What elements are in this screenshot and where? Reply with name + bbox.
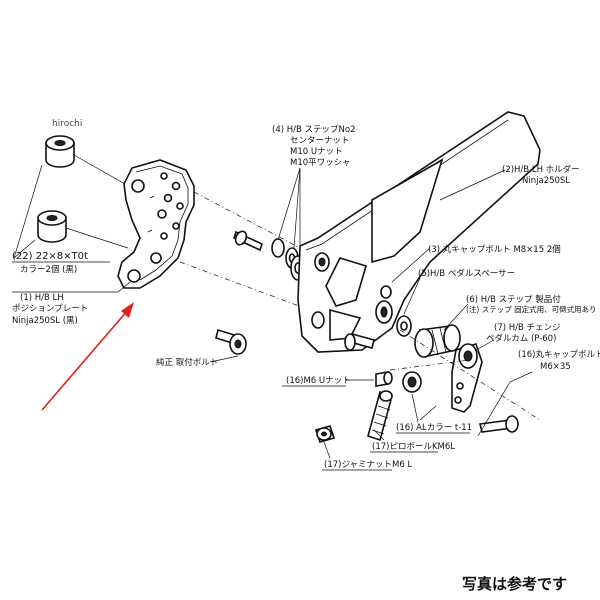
svg-text:ペダルカム (P-60): ペダルカム (P-60) [486,333,556,344]
svg-text:Ninja250SL (黒): Ninja250SL (黒) [12,316,78,326]
svg-text:センターナット: センターナット [290,136,350,146]
svg-text:M10 Uナット: M10 Uナット [290,147,343,157]
label-pedal-spacer: (5)H/B ペダルスペーサー [418,268,515,279]
upper-bolt [233,230,263,252]
label-holder: (2)H/B LH ホルダー Ninja250SL [502,164,580,186]
svg-text:カラー2個 (黒): カラー2個 (黒) [20,264,77,275]
jam-nut [314,425,336,443]
genuine-mount-bolt [215,328,247,355]
collar-top [45,135,75,168]
label-cap-bolt-m6: (16)丸キャップボルト M6×35 [518,349,600,372]
svg-text:(6) H/B ステップ 製品付: (6) H/B ステップ 製品付 [466,294,561,305]
label-position-plate: (1) H/B LH ポジションプレート Ninja250SL (黒) [12,293,88,326]
svg-text:M10平ワッシャ: M10平ワッシャ [290,158,351,168]
label-al-collar: (16) ALカラー t-11 [396,423,472,433]
svg-text:(注) ステップ 固定式用、可倒式用あり: (注) ステップ 固定式用、可倒式用あり [466,304,597,314]
label-cap-bolt-m8: (3) 丸キャップボルト M8×15 2個 [428,244,561,255]
svg-text:ポジションプレート: ポジションプレート [12,304,88,314]
footer-note: 写真は参考です [462,575,567,593]
position-plate [117,159,195,289]
label-pillow-ball: (17)ピロボールKM6L [372,442,455,452]
svg-text:Ninja250SL: Ninja250SL [522,176,570,186]
label-step-no2: (4) H/B ステップNo2 センターナット M10 Uナット M10平ワッシ… [272,125,356,168]
svg-text:M6×35: M6×35 [540,362,571,372]
svg-text:(1) H/B LH: (1) H/B LH [20,293,64,303]
pedal-spacer [396,315,412,337]
al-collar [402,371,422,393]
svg-text:(4) H/B ステップNo2: (4) H/B ステップNo2 [272,125,356,135]
change-pedal-cam [451,343,483,413]
label-u-nut-m6: (16)M6 Uナット [286,376,351,386]
svg-text:(2)H/B LH ホルダー: (2)H/B LH ホルダー [502,164,580,175]
svg-text:(22) 22×8×T0t: (22) 22×8×T0t [12,251,88,262]
label-collar: (22) 22×8×T0t カラー2個 (黒) [12,251,88,275]
watermark: hirochi [52,119,82,129]
holder-bracket [297,111,541,353]
label-jam-nut: (17)ジャミナットM6 L [324,460,412,470]
pillow-ball-rod [367,390,393,442]
svg-text:(16)丸キャップボルト: (16)丸キャップボルト [518,349,600,360]
collar-bottom [37,210,67,243]
u-nut-m6 [375,371,393,387]
step-shaft [414,324,461,358]
svg-text:(7) H/B チェンジ: (7) H/B チェンジ [494,323,561,333]
pointer-arrow [41,302,134,411]
label-change-pedal: (7) H/B チェンジ ペダルカム (P-60) [486,323,561,344]
label-genuine-bolt: 純正 取付ボルト [156,357,218,368]
label-step-set: (6) H/B ステップ 製品付 (注) ステップ 固定式用、可倒式用あり [466,294,597,314]
cap-bolt-m6 [479,415,519,433]
cap-bolt-m8 [344,333,375,351]
